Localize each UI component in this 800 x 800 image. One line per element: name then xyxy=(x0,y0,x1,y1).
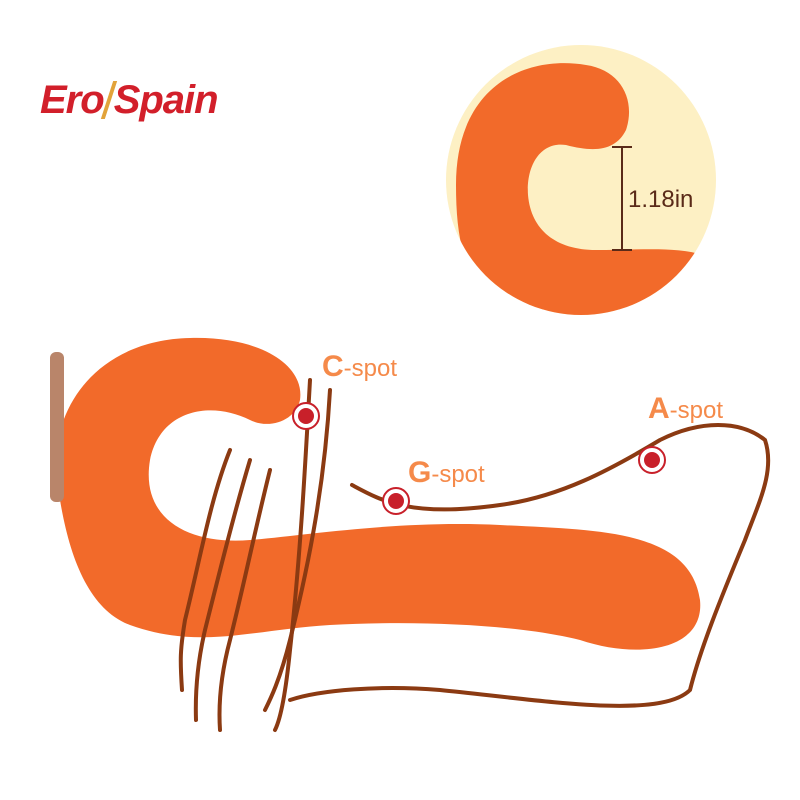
g-spot-suffix: -spot xyxy=(431,461,485,488)
dimension-label: 1.18in xyxy=(628,186,694,213)
product-body-shape xyxy=(55,337,701,650)
guide-lines xyxy=(178,378,771,732)
product-trim xyxy=(50,352,64,502)
a-spot-label: A-spot xyxy=(648,392,723,426)
a-spot-prefix: A xyxy=(648,392,670,425)
c-spot-prefix: C xyxy=(322,350,344,383)
c-spot-marker xyxy=(292,402,320,430)
g-spot-prefix: G xyxy=(408,456,432,489)
brand-name-part2: Spain xyxy=(113,78,219,122)
a-spot-suffix: -spot xyxy=(669,397,724,424)
dimension-bar xyxy=(612,146,632,251)
c-spot-suffix: -spot xyxy=(343,355,398,382)
g-spot-marker xyxy=(382,487,410,515)
brand-name-part1: Ero xyxy=(40,78,105,122)
detail-inset xyxy=(446,45,716,315)
g-spot-label: G-spot xyxy=(408,456,485,490)
a-spot-marker xyxy=(638,446,666,474)
inset-product-shape xyxy=(456,63,716,315)
c-spot-label: C-spot xyxy=(322,350,397,384)
